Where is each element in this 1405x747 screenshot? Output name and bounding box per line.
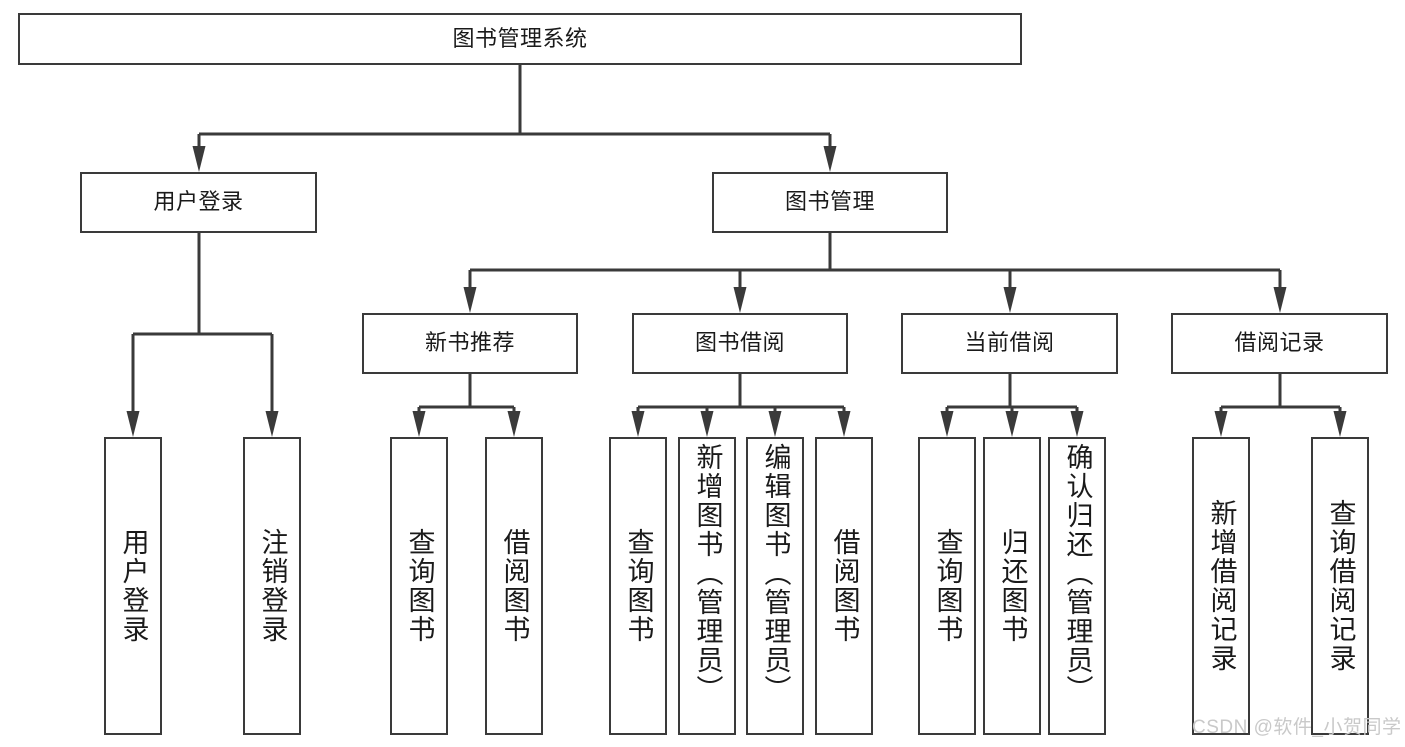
connector-arrowhead — [412, 411, 426, 437]
node-label: 图书管理系统 — [452, 25, 588, 51]
connector-arrowhead — [1273, 287, 1287, 313]
connector-arrowhead — [126, 411, 140, 437]
node-label: 图书借阅 — [694, 330, 785, 356]
node-leaf-query-book-rec: 查询图书 — [390, 437, 448, 735]
node-leaf-confirm-return: 确认归还（管理员） — [1048, 437, 1106, 735]
node-label: 借阅图书 — [829, 528, 860, 644]
node-leaf-user-login: 用户登录 — [104, 437, 162, 735]
node-label: 用户登录 — [118, 528, 149, 644]
node-book-manage: 图书管理 — [712, 172, 948, 233]
node-user-login: 用户登录 — [80, 172, 317, 233]
connector-arrowhead — [192, 146, 206, 172]
node-label: 编辑图书（管理员） — [760, 443, 791, 704]
node-label: 当前借阅 — [964, 330, 1055, 356]
node-label: 新增借阅记录 — [1206, 499, 1237, 673]
node-leaf-return-book: 归还图书 — [983, 437, 1041, 735]
connector-arrowhead — [631, 411, 645, 437]
connector-arrowhead — [733, 287, 747, 313]
node-label: 借阅图书 — [499, 528, 530, 644]
node-label: 归还图书 — [997, 528, 1028, 644]
node-leaf-edit-book: 编辑图书（管理员） — [746, 437, 804, 735]
node-root: 图书管理系统 — [18, 13, 1022, 65]
node-label: 借阅记录 — [1234, 330, 1325, 356]
node-leaf-borrow-book: 借阅图书 — [815, 437, 873, 735]
node-label: 图书管理 — [784, 189, 875, 215]
node-label: 查询图书 — [932, 528, 963, 644]
node-label: 查询借阅记录 — [1325, 499, 1356, 673]
connector-arrowhead — [768, 411, 782, 437]
node-label: 注销登录 — [257, 528, 288, 644]
node-leaf-borrow-book-rec: 借阅图书 — [485, 437, 543, 735]
node-current-borrow: 当前借阅 — [901, 313, 1118, 374]
connector-arrowhead — [265, 411, 279, 437]
connector-arrowhead — [1214, 411, 1228, 437]
connector-arrowhead — [1333, 411, 1347, 437]
node-leaf-add-book: 新增图书（管理员） — [678, 437, 736, 735]
node-label: 新增图书（管理员） — [692, 443, 723, 704]
node-leaf-add-record: 新增借阅记录 — [1192, 437, 1250, 735]
node-book-borrow: 图书借阅 — [632, 313, 848, 374]
connector-arrowhead — [700, 411, 714, 437]
node-new-book-rec: 新书推荐 — [362, 313, 578, 374]
node-leaf-query-book-cur: 查询图书 — [918, 437, 976, 735]
node-borrow-record: 借阅记录 — [1171, 313, 1388, 374]
node-label: 新书推荐 — [424, 330, 515, 356]
connector-arrowhead — [507, 411, 521, 437]
connector-arrowhead — [940, 411, 954, 437]
node-label: 查询图书 — [404, 528, 435, 644]
connector-arrowhead — [823, 146, 837, 172]
node-label: 用户登录 — [153, 189, 244, 215]
node-leaf-logout: 注销登录 — [243, 437, 301, 735]
node-label: 确认归还（管理员） — [1062, 443, 1093, 704]
connector-arrowhead — [463, 287, 477, 313]
connector-arrowhead — [1070, 411, 1084, 437]
connector-arrowhead — [1005, 411, 1019, 437]
node-leaf-query-book: 查询图书 — [609, 437, 667, 735]
node-label: 查询图书 — [623, 528, 654, 644]
node-leaf-query-record: 查询借阅记录 — [1311, 437, 1369, 735]
connector-arrowhead — [837, 411, 851, 437]
connector-arrowhead — [1003, 287, 1017, 313]
